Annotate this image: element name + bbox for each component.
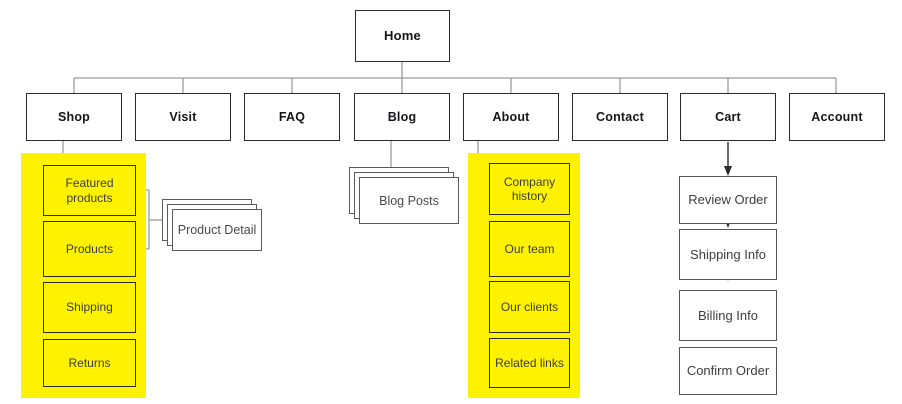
node-company-history[interactable]: Company history [489,163,570,215]
node-review-order[interactable]: Review Order [679,176,777,224]
highlight-block-about [468,153,580,398]
node-confirm-order[interactable]: Confirm Order [679,347,777,395]
blog-stack-sheet-front[interactable]: Blog Posts [359,177,459,224]
node-featured-products-label: Featured products [65,176,114,205]
node-blog-label: Blog [387,109,417,124]
node-our-clients[interactable]: Our clients [489,281,570,333]
node-product-detail-label: Product Detail [177,223,257,237]
node-billing-info-label: Billing Info [698,307,758,323]
node-visit[interactable]: Visit [135,93,231,141]
node-faq-label: FAQ [278,109,306,124]
node-our-team[interactable]: Our team [489,221,570,277]
node-account-label: Account [811,109,863,124]
node-review-order-label: Review Order [688,192,768,208]
node-shipping-label: Shipping [66,300,113,315]
node-blog[interactable]: Blog [354,93,450,141]
node-about-label: About [492,109,530,124]
node-billing-info[interactable]: Billing Info [679,290,777,341]
node-product-detail-stack[interactable]: Product Detail [162,199,262,255]
node-shop-label: Shop [57,109,91,124]
node-account[interactable]: Account [789,93,885,141]
node-blog-posts-stack[interactable]: Blog Posts [349,167,464,232]
node-contact[interactable]: Contact [572,93,668,141]
node-about[interactable]: About [463,93,559,141]
node-our-clients-label: Our clients [500,299,559,314]
node-related-links[interactable]: Related links [489,338,570,388]
node-products-label: Products [65,241,114,256]
node-contact-label: Contact [596,109,644,124]
node-home[interactable]: Home [355,10,450,62]
node-returns-label: Returns [68,355,111,370]
node-related-links-label: Related links [495,355,564,370]
node-products[interactable]: Products [43,221,136,277]
node-shipping-info-label: Shipping Info [690,246,766,262]
node-shipping[interactable]: Shipping [43,282,136,333]
node-cart[interactable]: Cart [680,93,776,141]
node-visit-label: Visit [169,109,197,124]
node-home-label: Home [384,28,421,44]
node-faq[interactable]: FAQ [244,93,340,141]
node-our-team-label: Our team [504,241,555,256]
node-cart-label: Cart [715,109,741,124]
stack-sheet-front[interactable]: Product Detail [172,209,262,251]
node-returns[interactable]: Returns [43,339,136,387]
node-shipping-info[interactable]: Shipping Info [679,229,777,280]
node-featured-products[interactable]: Featured products [43,165,136,216]
node-blog-posts-label: Blog Posts [379,193,439,208]
node-shop[interactable]: Shop [26,93,122,141]
node-company-history-label: Company history [503,174,556,203]
node-confirm-order-label: Confirm Order [686,363,770,379]
highlight-block-shop [21,153,146,398]
